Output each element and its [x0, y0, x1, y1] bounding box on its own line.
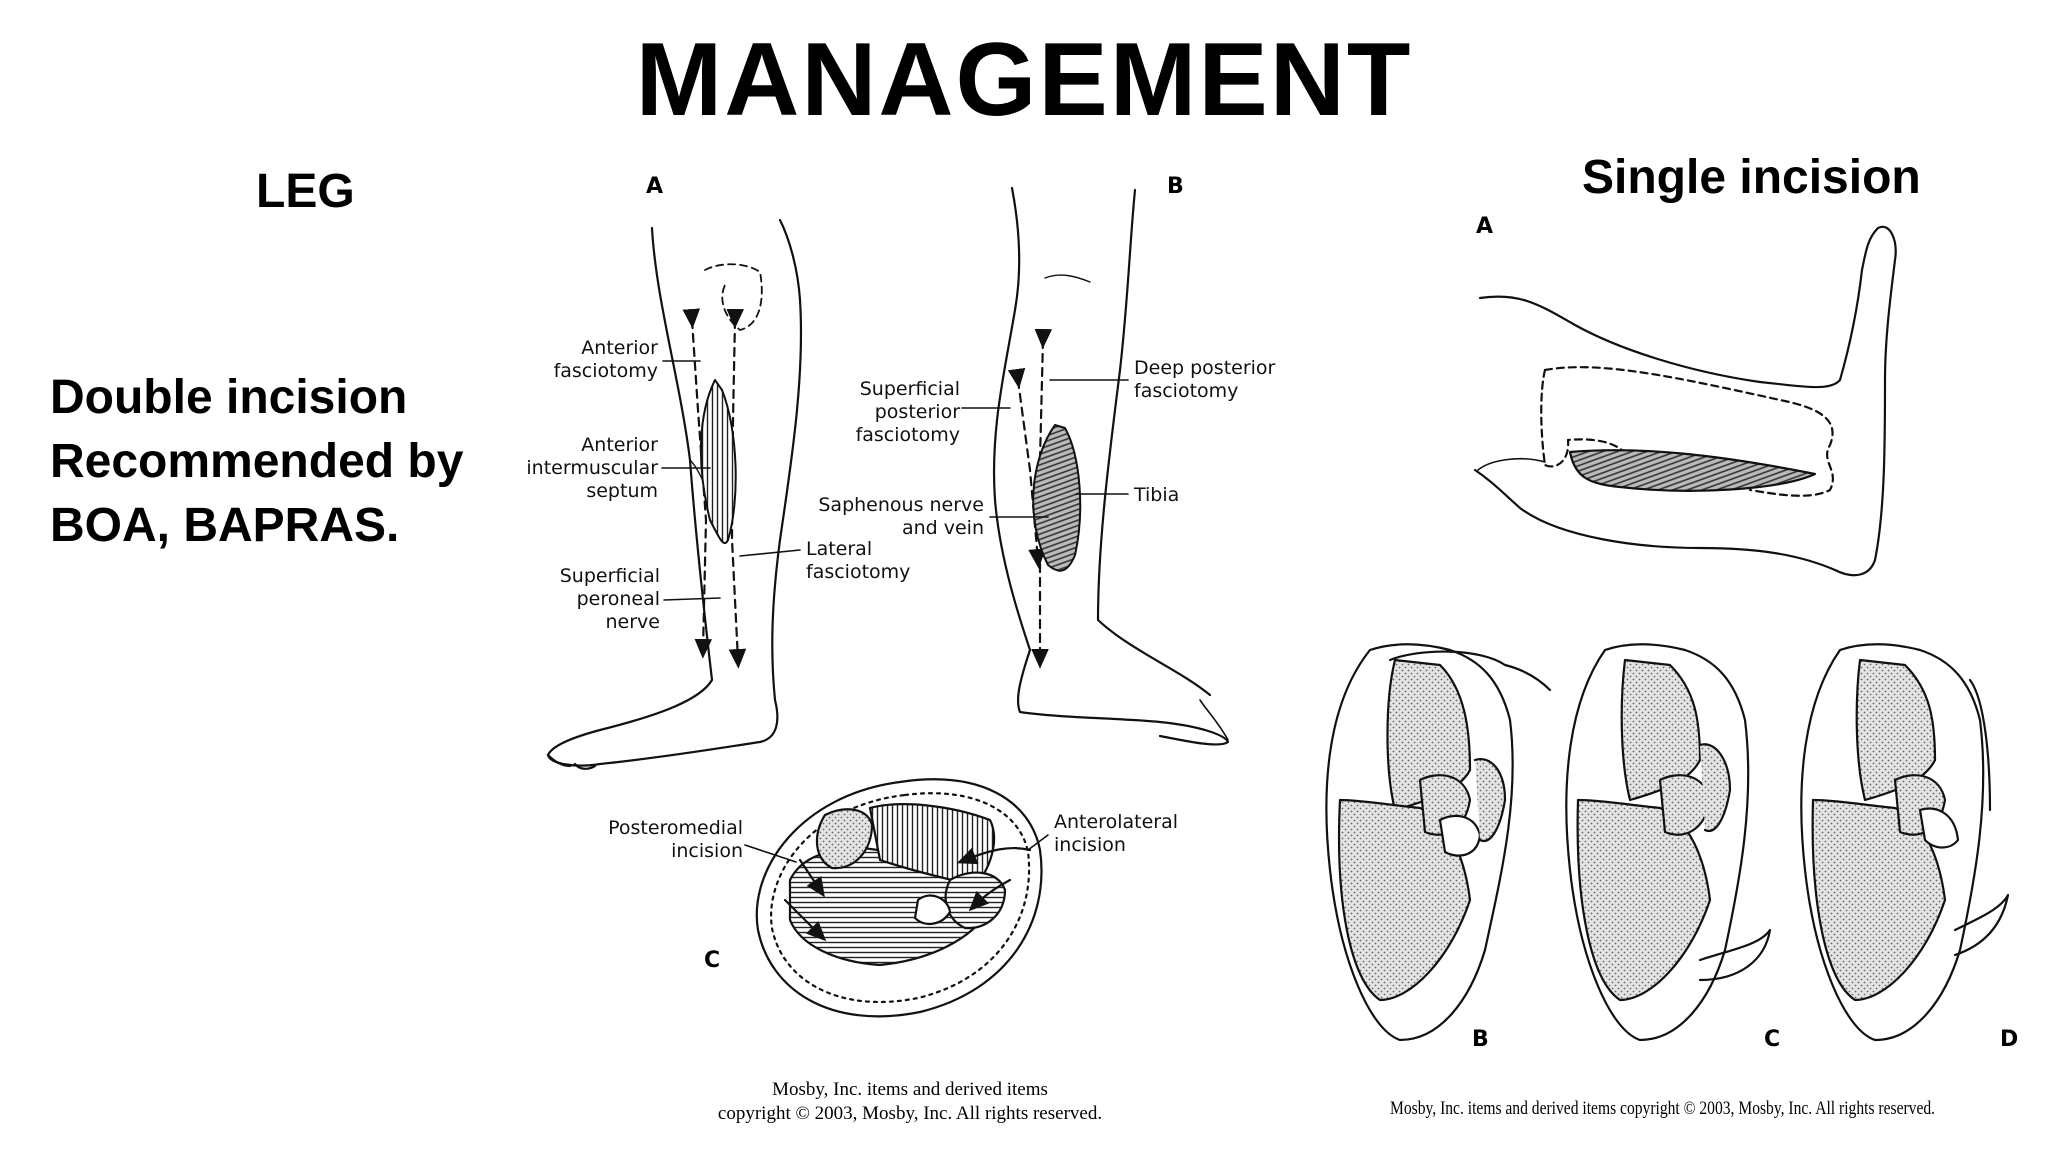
single-panel-b-letter: B: [1472, 1027, 1489, 1052]
label-lateral-fasciotomy: Lateral fasciotomy: [806, 538, 911, 583]
label-saphenous-nerve-and-vein: Saphenous nerve and vein: [818, 494, 984, 539]
single-cross-section-d: [1800, 643, 2010, 1042]
single-cross-section-c: [1565, 643, 1772, 1042]
panel-c-letter: C: [704, 948, 721, 973]
single-panel-c-letter: C: [1764, 1027, 1781, 1052]
label-anterolateral-incision: Anterolateral incision: [1054, 811, 1178, 856]
left-body-line-2: Recommended by: [50, 435, 464, 488]
left-heading: LEG: [256, 165, 355, 218]
panel-a-letter: A: [646, 174, 664, 199]
left-body-line-3: BOA, BAPRAS.: [50, 499, 400, 552]
credit-single-incision: Mosby, Inc. items and derived items copy…: [1390, 1098, 1936, 1119]
single-panel-a-letter: A: [1476, 214, 1494, 239]
label-deep-posterior-fasciotomy: Deep posterior fasciotomy: [1134, 357, 1276, 402]
leg-a-exposed-muscle: [699, 379, 737, 545]
leg-b-exposed-muscle: [1032, 424, 1082, 572]
label-anterior-intermuscular-septum: Anterior intermuscular septum: [526, 434, 658, 502]
single-leg-a-drawing: [1473, 225, 1897, 577]
leg-b-drawing: [992, 186, 1230, 746]
left-body-line-1: Double incision: [50, 371, 408, 424]
single-cross-section-b: [1325, 643, 1552, 1042]
right-heading: Single incision: [1582, 151, 1921, 204]
left-body-text: Double incision Recommended by BOA, BAPR…: [50, 366, 463, 558]
leader-lines: [661, 360, 1129, 601]
label-tibia: Tibia: [1134, 484, 1180, 506]
cross-section-c: [744, 778, 1049, 1018]
single-panel-d-letter: D: [2000, 1027, 2019, 1052]
label-posteromedial-incision: Posteromedial incision: [608, 817, 743, 862]
slide-title: MANAGEMENT: [635, 22, 1413, 138]
panel-b-letter: B: [1167, 174, 1184, 199]
label-anterior-fasciotomy: Anterior fasciotomy: [553, 337, 658, 382]
label-superficial-peroneal-nerve: Superficial peroneal nerve: [559, 565, 660, 633]
label-superficial-posterior-fasciotomy: Superficial posterior fasciotomy: [855, 378, 960, 446]
credit-double-incision: Mosby, Inc. items and derived items copy…: [717, 1079, 1103, 1124]
